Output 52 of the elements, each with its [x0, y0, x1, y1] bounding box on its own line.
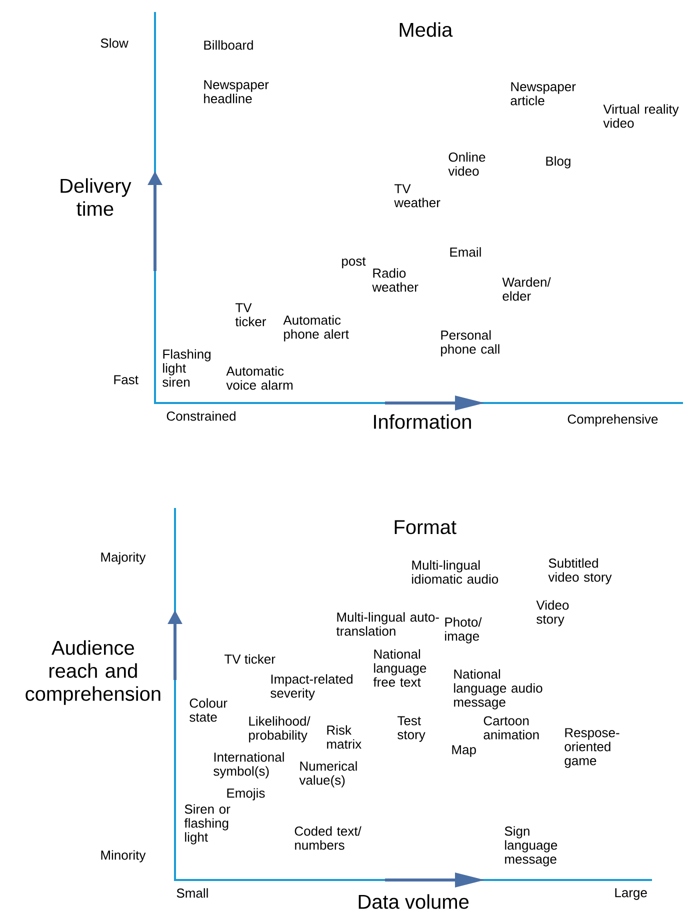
- tick-label: Comprehensive: [568, 414, 658, 426]
- item-label: Flashing light siren: [162, 349, 210, 387]
- item-label: Multi-lingual idiomatic audio: [412, 560, 498, 584]
- item-label: National language audio message: [454, 669, 542, 710]
- item-label: Online video: [448, 152, 486, 176]
- item-label: Automatic voice alarm: [226, 366, 293, 390]
- panel-heading: Media: [400, 22, 453, 37]
- axis-label: Delivery time: [60, 178, 132, 216]
- item-label: Numerical value(s): [299, 761, 357, 788]
- tick-label: Constrained: [166, 411, 236, 421]
- item-label: Video story: [536, 600, 569, 626]
- item-label: National language free text: [373, 649, 426, 687]
- item-label: Colour state: [190, 698, 228, 722]
- item-label: Respose-oriented game: [564, 728, 620, 768]
- item-label: Newspaper headline: [204, 80, 269, 104]
- item-label: Likelihood/ probability: [249, 716, 310, 742]
- item-label: Billboard: [204, 40, 253, 50]
- item-label: Virtual reality video: [603, 104, 679, 128]
- axis-label: Data volume: [358, 894, 469, 909]
- tick-label: Fast: [114, 375, 138, 384]
- item-label: Test story: [398, 716, 426, 742]
- axis-label: Information: [374, 414, 471, 429]
- tick-label: Small: [176, 888, 208, 898]
- item-label: Multi-lingual auto-translation: [336, 612, 439, 636]
- item-label: Blog: [546, 156, 570, 168]
- item-label: Radio weather: [372, 268, 418, 292]
- item-label: Newspaper article: [510, 82, 576, 106]
- item-label: Subtitled video story: [548, 558, 612, 584]
- item-label: Impact-related severity: [270, 674, 352, 700]
- item-label: Coded text/ numbers: [294, 826, 362, 850]
- item-label: post: [342, 257, 366, 268]
- item-label: Automatic phone alert: [283, 315, 349, 342]
- item-label: Sign language message: [504, 826, 558, 866]
- item-label: Siren or flashing light: [184, 804, 230, 844]
- item-label: Cartoon animation: [484, 716, 539, 740]
- item-label: Photo/ image: [445, 617, 482, 644]
- item-label: Email: [450, 247, 481, 257]
- item-label: Map: [452, 745, 476, 757]
- item-label: Personal phone call: [441, 330, 500, 356]
- tick-label: Slow: [100, 38, 128, 48]
- item-label: International symbol(s): [214, 752, 284, 778]
- tick-label: Majority: [101, 552, 146, 564]
- item-label: TV ticker: [224, 654, 276, 664]
- tick-label: Large: [615, 888, 647, 900]
- item-label: Risk matrix: [327, 725, 362, 749]
- item-label: TV ticker: [235, 303, 266, 326]
- item-label: Emojis: [227, 788, 265, 800]
- item-label: TV weather: [394, 184, 440, 208]
- panel-heading: Format: [394, 520, 456, 534]
- tick-label: Minority: [101, 850, 146, 862]
- item-label: Warden/ elder: [502, 277, 551, 301]
- axis-label: Audience reach and comprehension: [26, 640, 160, 705]
